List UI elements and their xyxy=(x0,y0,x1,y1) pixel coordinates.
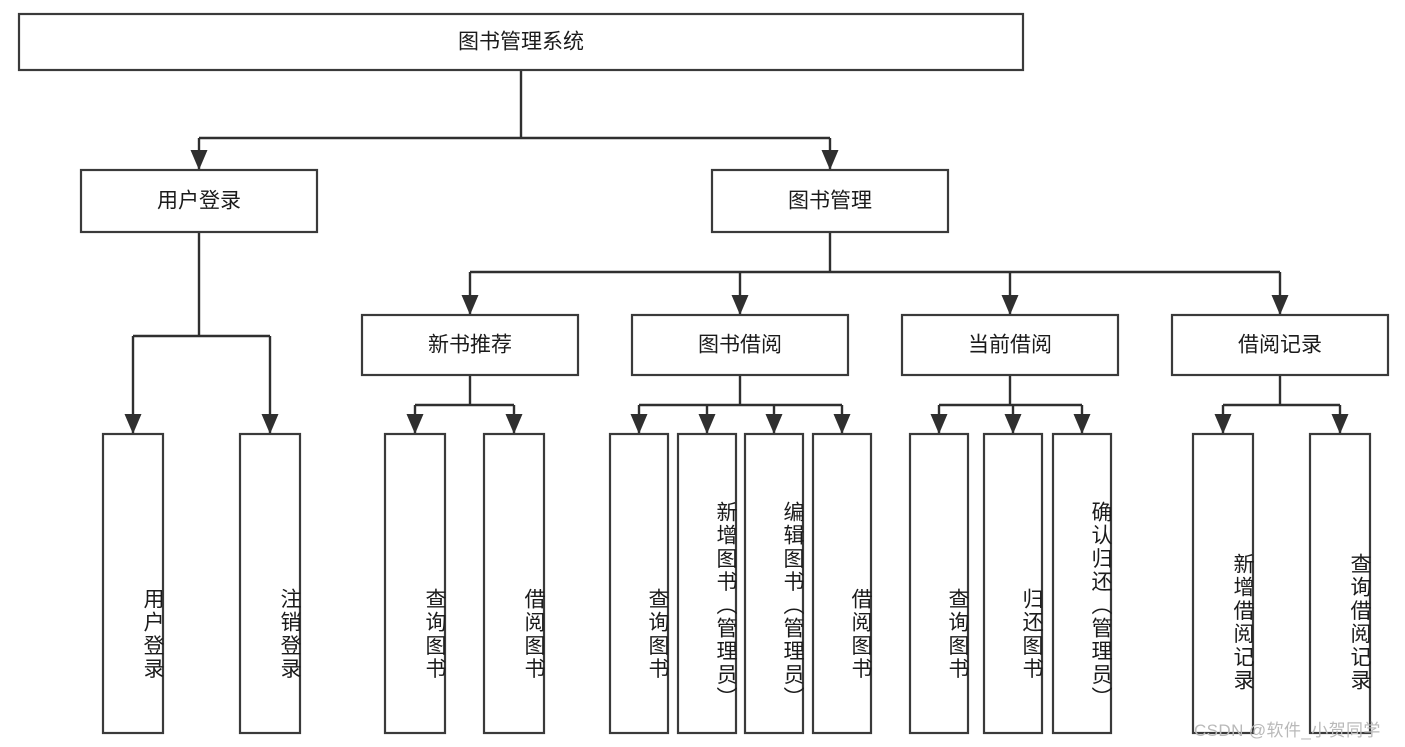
node-cb-confirm-return[interactable] xyxy=(1051,432,1113,735)
arrow-icon-book-borrow xyxy=(731,295,749,315)
node-nbr-borrow-book[interactable] xyxy=(482,432,546,735)
node-borrow-record[interactable] xyxy=(1170,313,1390,377)
arrow-icon-bb-edit-book xyxy=(765,414,783,434)
node-user-login[interactable] xyxy=(79,168,319,234)
arrow-icon-current-borrow xyxy=(1001,295,1019,315)
arrow-icon-bb-borrow-book xyxy=(833,414,851,434)
arrow-icon-user-login xyxy=(190,150,208,170)
arrow-icon-leaf-user-login xyxy=(124,414,142,434)
node-box-br-query-record[interactable] xyxy=(1308,432,1372,735)
node-box-leaf-user-logout[interactable] xyxy=(238,432,302,735)
connectors-layer xyxy=(124,70,1349,434)
arrow-icon-bb-query-book xyxy=(630,414,648,434)
arrow-icon-cb-query-book xyxy=(930,414,948,434)
node-box-cb-query-book[interactable] xyxy=(908,432,970,735)
node-box-bb-add-book[interactable] xyxy=(676,432,738,735)
node-bb-add-book[interactable] xyxy=(676,432,738,735)
node-box-cb-return-book[interactable] xyxy=(982,432,1044,735)
node-label-current-borrow: 当前借阅 xyxy=(968,334,1052,357)
node-book-manage[interactable] xyxy=(710,168,950,234)
node-box-new-book-rec[interactable] xyxy=(360,313,580,377)
arrow-icon-br-add-record xyxy=(1214,414,1232,434)
node-bb-borrow-book[interactable] xyxy=(811,432,873,735)
arrow-icon-new-book-rec xyxy=(461,295,479,315)
node-box-leaf-user-login[interactable] xyxy=(101,432,165,735)
arrow-icon-bb-add-book xyxy=(698,414,716,434)
node-label-new-book-rec: 新书推荐 xyxy=(428,334,512,357)
node-box-nbr-query-book[interactable] xyxy=(383,432,447,735)
node-label-root: 图书管理系统 xyxy=(458,31,584,54)
node-box-bb-edit-book[interactable] xyxy=(743,432,805,735)
node-nbr-query-book[interactable] xyxy=(383,432,447,735)
node-bb-edit-book[interactable] xyxy=(743,432,805,735)
node-box-borrow-record[interactable] xyxy=(1170,313,1390,377)
node-root[interactable] xyxy=(17,12,1025,72)
arrow-icon-cb-confirm-return xyxy=(1073,414,1091,434)
node-label-book-borrow: 图书借阅 xyxy=(698,334,782,357)
node-box-root[interactable] xyxy=(17,12,1025,72)
node-cb-return-book[interactable] xyxy=(982,432,1044,735)
node-bb-query-book[interactable] xyxy=(608,432,670,735)
node-box-bb-query-book[interactable] xyxy=(608,432,670,735)
node-box-user-login[interactable] xyxy=(79,168,319,234)
arrow-icon-leaf-user-logout xyxy=(261,414,279,434)
node-cb-query-book[interactable] xyxy=(908,432,970,735)
arrow-icon-nbr-borrow-book xyxy=(505,414,523,434)
node-box-nbr-borrow-book[interactable] xyxy=(482,432,546,735)
arrow-icon-cb-return-book xyxy=(1004,414,1022,434)
node-current-borrow[interactable] xyxy=(900,313,1120,377)
node-leaf-user-login[interactable] xyxy=(101,432,165,735)
node-box-book-borrow[interactable] xyxy=(630,313,850,377)
arrow-icon-br-query-record xyxy=(1331,414,1349,434)
node-box-cb-confirm-return[interactable] xyxy=(1051,432,1113,735)
watermark: CSDN @软件_小贺同学 xyxy=(1194,721,1381,740)
arrow-icon-nbr-query-book xyxy=(406,414,424,434)
arrow-icon-book-manage xyxy=(821,150,839,170)
node-br-add-record[interactable] xyxy=(1191,432,1255,735)
arrow-icon-borrow-record xyxy=(1271,295,1289,315)
node-book-borrow[interactable] xyxy=(630,313,850,377)
node-box-br-add-record[interactable] xyxy=(1191,432,1255,735)
node-br-query-record[interactable] xyxy=(1308,432,1372,735)
node-label-borrow-record: 借阅记录 xyxy=(1238,334,1322,357)
boxes-layer xyxy=(17,12,1390,735)
node-label-user-login: 用户登录 xyxy=(157,190,241,213)
node-new-book-rec[interactable] xyxy=(360,313,580,377)
node-box-book-manage[interactable] xyxy=(710,168,950,234)
node-box-current-borrow[interactable] xyxy=(900,313,1120,377)
node-label-book-manage: 图书管理 xyxy=(788,190,872,213)
node-leaf-user-logout[interactable] xyxy=(238,432,302,735)
node-box-bb-borrow-book[interactable] xyxy=(811,432,873,735)
